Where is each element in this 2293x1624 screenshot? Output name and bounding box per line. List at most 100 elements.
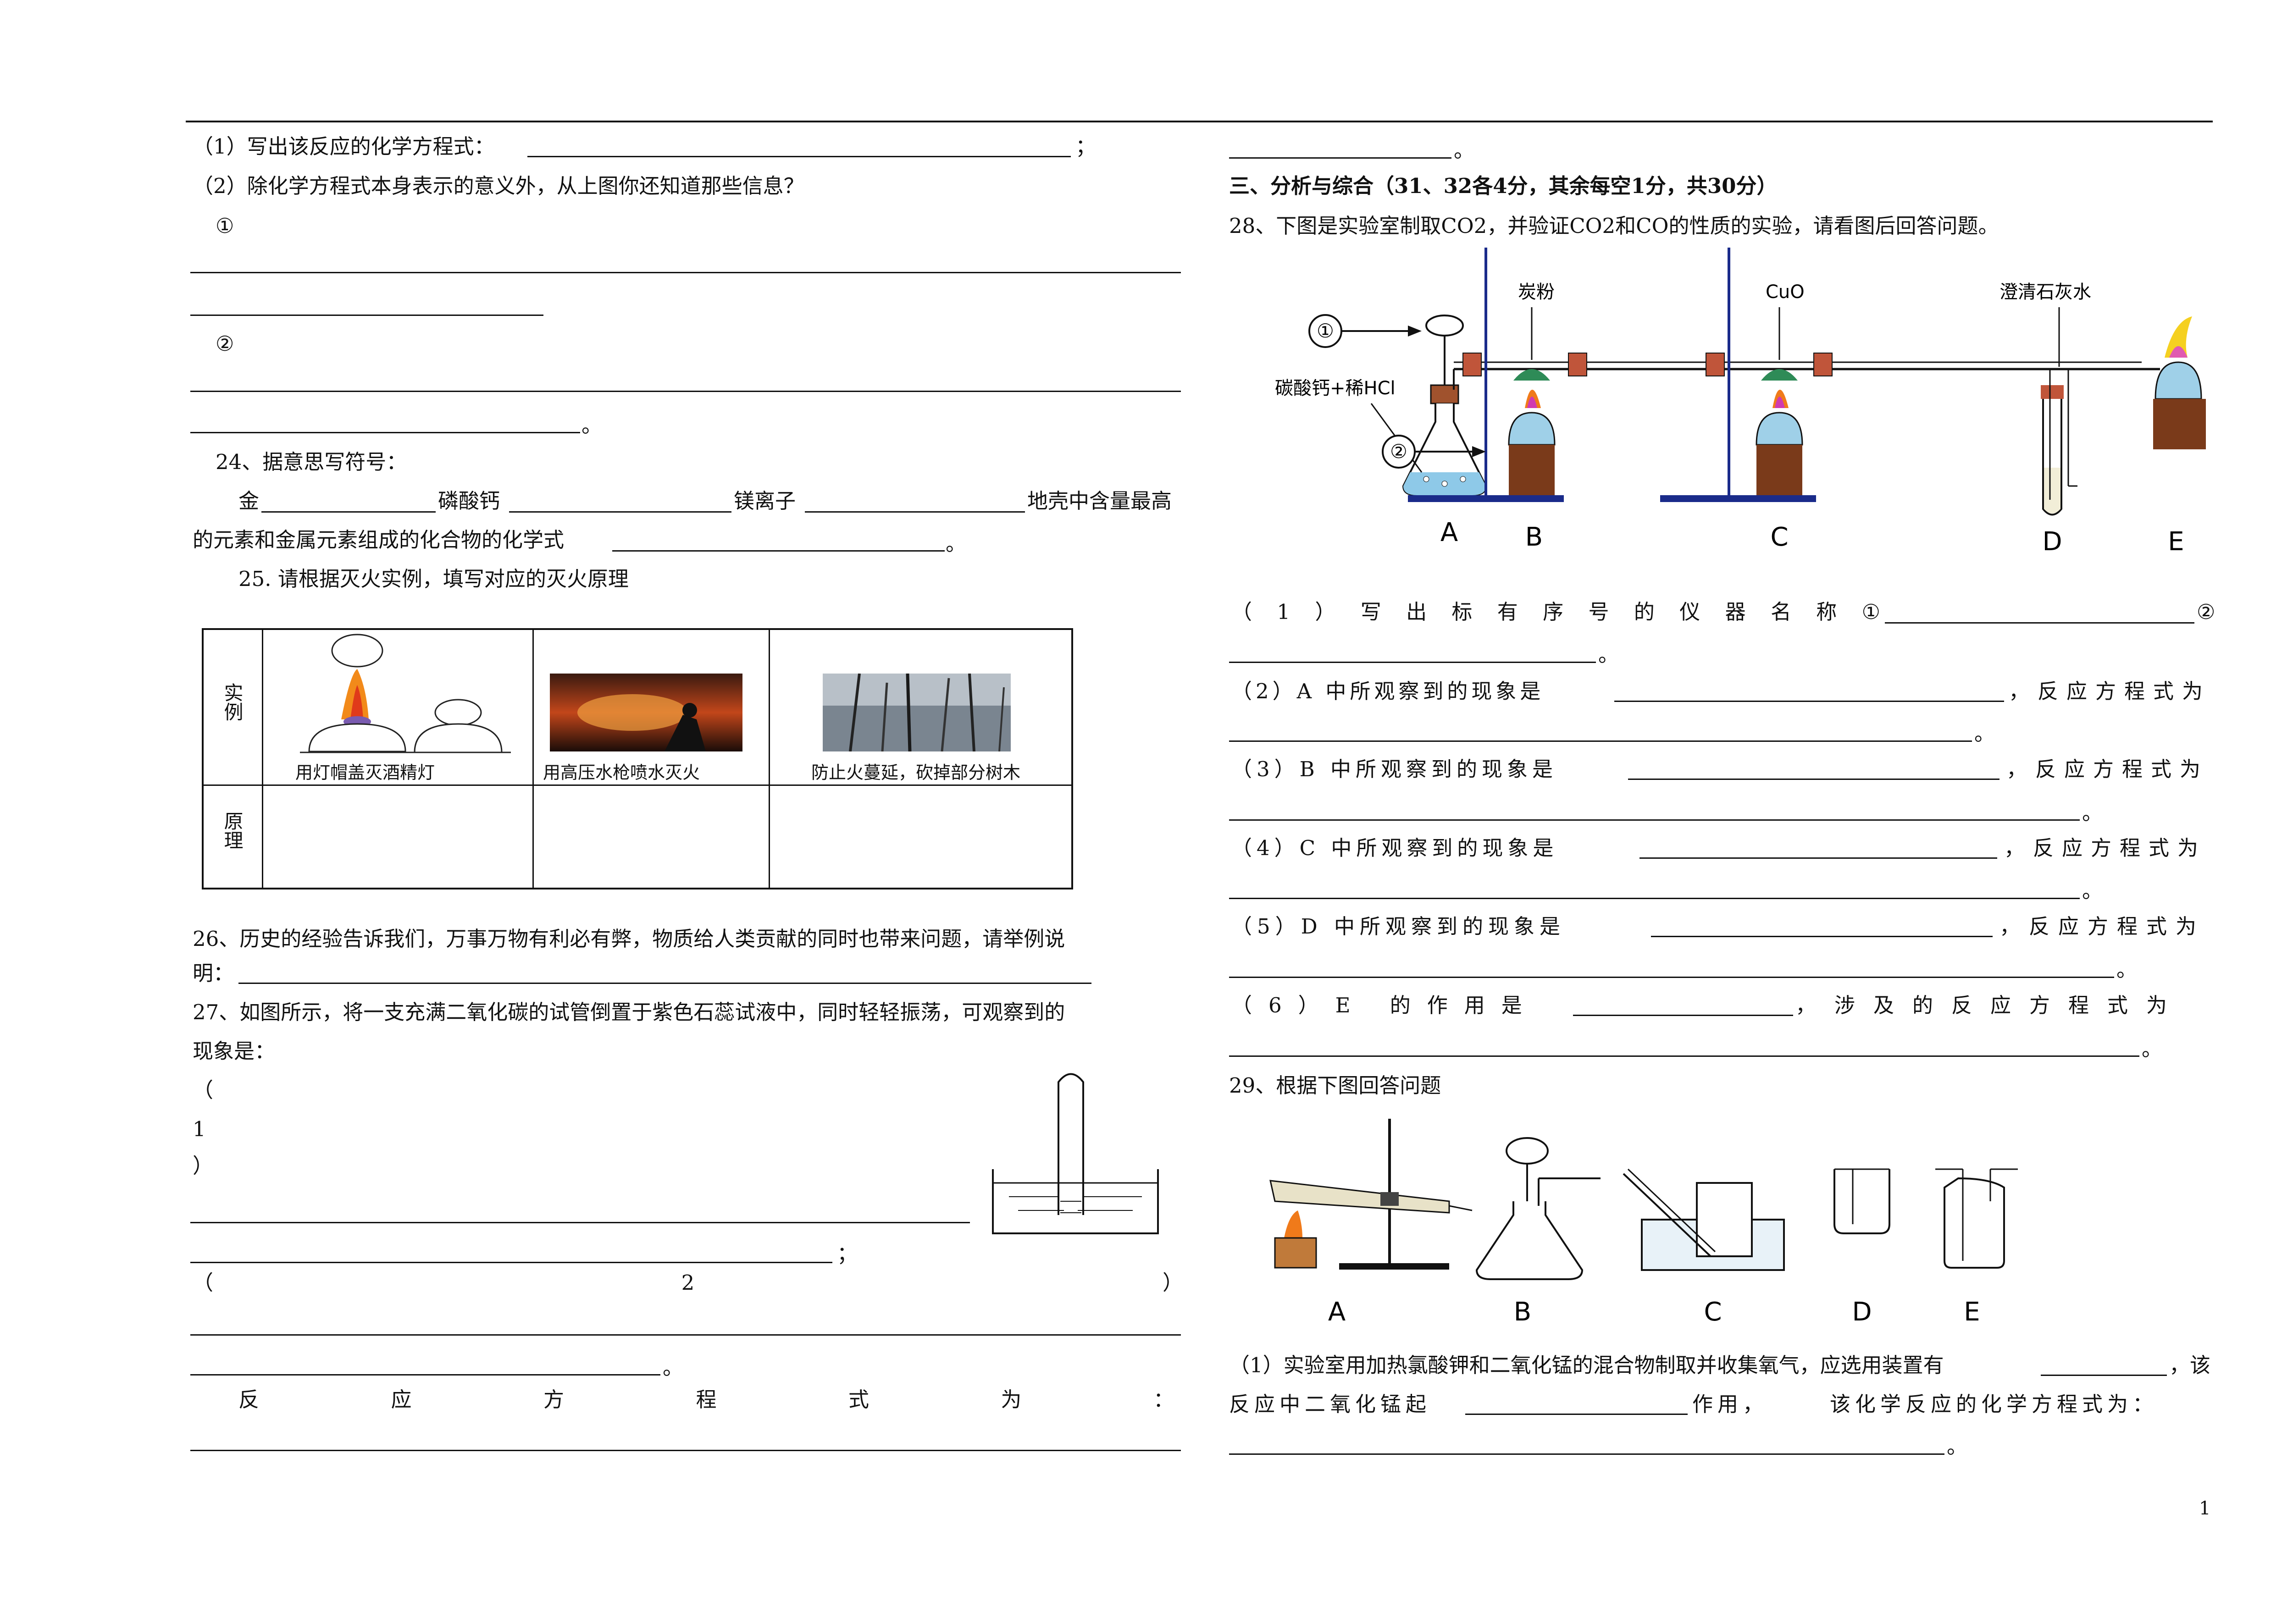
period: 。 (2116, 957, 2138, 982)
q28-6-blank-role[interactable] (1573, 1015, 1793, 1016)
q28-2-blank-phenomenon[interactable] (1614, 701, 2004, 702)
q28-1-char: 仪 (1679, 600, 1700, 624)
q27-2-row: （ 2 ） (193, 1272, 1183, 1293)
row-header-principle: 原理 (204, 786, 263, 889)
eq-tail: ，反应方程式为 (2006, 757, 2209, 781)
q26-line2: 明： (193, 961, 234, 985)
caption-3: 防止火蔓延，砍掉部分树木 (811, 762, 1021, 783)
q28-1-char: 的 (1634, 600, 1655, 624)
q28-6-text: （6）E 的作用是 (1231, 993, 1539, 1017)
answer-blank-2a[interactable] (190, 391, 1181, 392)
q28-1-char: 名 (1770, 600, 1791, 624)
fig-label-2: ② (1390, 440, 1407, 463)
q28-1-char: 1 (1277, 600, 1290, 624)
fig-letter-a: A (1440, 518, 1458, 547)
principle-answer-3[interactable] (770, 786, 1071, 889)
q28-1-blank-1[interactable] (1885, 622, 2194, 624)
period: 。 (2142, 1037, 2163, 1061)
q28-4-blank-phenomenon[interactable] (1639, 857, 1997, 859)
fig-cuo-label: CuO (1766, 282, 1805, 303)
carry-over-blank[interactable] (1229, 157, 1451, 159)
q28-1-char: 有 (1497, 600, 1518, 624)
q28-6-blank-equation[interactable] (1229, 1055, 2139, 1057)
q28-1-char: 序 (1543, 600, 1564, 624)
q24-cap-blank[interactable] (509, 511, 731, 513)
inverted-tube-figure (992, 1073, 1159, 1234)
q28-1-blank-2[interactable] (1229, 662, 1596, 663)
answer-blank-1b[interactable] (190, 315, 543, 316)
fire-principle-table: 实例 用灯帽盖灭酒精灯 (202, 628, 1073, 889)
caption-1: 用灯帽盖灭酒精灯 (295, 762, 435, 783)
fig29-letter-b: B (1514, 1297, 1531, 1327)
period: 。 (2082, 801, 2103, 825)
q24-formula-blank[interactable] (612, 550, 945, 552)
q24-gold-blank[interactable] (261, 511, 436, 513)
paren-open: （ (193, 1078, 214, 1102)
q27-line1: 27、如图所示，将一支充满二氧化碳的试管倒置于紫色石蕊试液中，同时轻轻振荡，可观… (193, 1000, 1065, 1024)
row2-header: 原理 (221, 811, 244, 850)
q29-1-text-d: 作用， (1692, 1392, 1768, 1416)
q28-1-char: 称 (1816, 600, 1837, 624)
fig-letter-c: C (1770, 522, 1788, 552)
q26-line1: 26、历史的经验告诉我们，万事万物有利必有弊，物质给人类贡献的同时也带来问题，请… (193, 927, 1065, 951)
section-3-title: 三、分析与综合（31、32各4分，其余每空1分，共30分） (1229, 174, 1778, 198)
forest-image (823, 674, 1011, 751)
fig-limewater-label: 澄清石灰水 (1999, 282, 2091, 303)
principle-answer-2[interactable] (534, 786, 770, 889)
q29-title: 29、根据下图回答问题 (1229, 1073, 1441, 1098)
answer-blank-2b[interactable] (190, 432, 580, 433)
q28-5-blank-equation[interactable] (1229, 977, 2114, 978)
row1-header: 实例 (221, 683, 244, 721)
fig29-letter-a: A (1328, 1297, 1346, 1327)
q24-mg-blank[interactable] (805, 511, 1025, 513)
period: 。 (2082, 878, 2103, 903)
q28-4-blank-equation[interactable] (1229, 898, 2080, 899)
q28-1-char: 标 (1451, 600, 1473, 624)
q28-3-blank-phenomenon[interactable] (1628, 779, 1999, 780)
row-header-example: 实例 (204, 630, 263, 786)
num-2: 2 (681, 1270, 695, 1295)
reaction-equation-label: 反 应 方 程 式 为 ： (238, 1389, 1174, 1410)
q29-1-blank-equation[interactable] (1229, 1453, 1944, 1455)
eq-char: 程 (696, 1387, 717, 1412)
q28-5-blank-phenomenon[interactable] (1651, 936, 1993, 937)
q28-1-char: 号 (1588, 600, 1609, 624)
q24-crust: 地壳中含量最高 (1027, 489, 1172, 513)
q27-1-blank-a[interactable] (190, 1222, 970, 1223)
q27-2-blank-b[interactable] (190, 1374, 660, 1375)
example-cell-2: 用高压水枪喷水灭火 (534, 630, 770, 786)
fig-letter-d: D (2042, 527, 2062, 557)
fig29-letter-e: E (1964, 1297, 1980, 1327)
paren-open-2: （ (193, 1270, 214, 1295)
eq-tail: ，反应方程式为 (2009, 679, 2211, 703)
eq-tail: ，反应方程式为 (1999, 914, 2205, 939)
q28-3-blank-equation[interactable] (1229, 819, 2080, 821)
q28-6-tail: ，涉及的反应方程式为 (1795, 993, 2186, 1017)
q29-1-blank-devices[interactable] (2041, 1375, 2167, 1376)
example-cell-3: 防止火蔓延，砍掉部分树木 (770, 630, 1071, 786)
q23-1-end: ； (1075, 134, 1097, 159)
eq-char: ： (1153, 1387, 1174, 1412)
period: 。 (1598, 642, 1619, 667)
fig-letter-b: B (1525, 522, 1543, 552)
q28-3-text: （3）B 中所观察到的现象是 (1231, 757, 1558, 781)
q28-4-text: （4）C 中所观察到的现象是 (1231, 836, 1558, 860)
circle-1: ① (216, 214, 234, 238)
q28-2-text: （2）A 中所观察到的现象是 (1231, 679, 1545, 703)
paren-close: ） (193, 1154, 214, 1178)
top-rule (186, 121, 2213, 122)
q28-2-blank-equation[interactable] (1229, 740, 1972, 742)
eq-char: 应 (391, 1387, 412, 1412)
q24-title: 24、据意思写符号： (216, 450, 407, 474)
q29-1-blank-role[interactable] (1465, 1414, 1688, 1415)
q26-blank[interactable] (238, 983, 1091, 984)
equation-blank[interactable] (190, 1450, 1181, 1451)
page-number: 1 (2199, 1498, 2211, 1519)
answer-blank-1a[interactable] (190, 272, 1181, 273)
principle-answer-1[interactable] (263, 786, 534, 889)
q28-1-char: （ (1231, 600, 1252, 624)
q27-2-blank-a[interactable] (190, 1334, 1181, 1336)
q23-1-blank[interactable] (527, 156, 1071, 157)
q24-line2: 的元素和金属元素组成的化合物的化学式 (193, 528, 565, 552)
q27-1-blank-b[interactable] (190, 1262, 832, 1263)
